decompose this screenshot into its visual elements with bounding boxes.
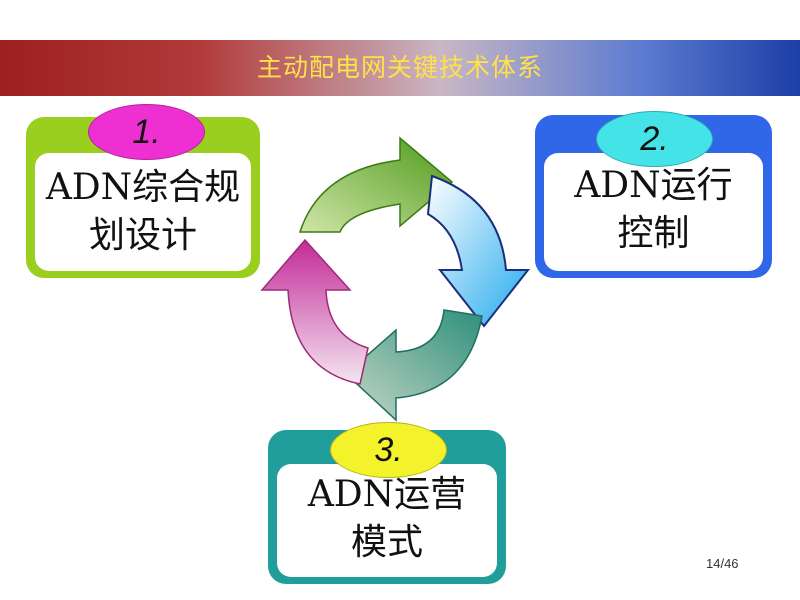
arrow-segment-pink xyxy=(260,238,369,385)
title-bar xyxy=(0,40,800,96)
card-adn-operation-control-line1: ADN运行 xyxy=(574,165,733,206)
arrow-segment-green xyxy=(298,136,454,233)
badge-1: 1. xyxy=(88,104,205,160)
page-number: 14/46 xyxy=(706,556,739,571)
page-title: 主动配电网关键技术体系 xyxy=(256,53,543,82)
card-adn-operation-control-body: ADN运行 控制 xyxy=(544,153,763,271)
card-adn-operation-control-line2: 控制 xyxy=(617,213,690,254)
card-adn-planning-line1: ADN综合规 xyxy=(45,167,241,208)
card-adn-business-model-line2: 模式 xyxy=(350,522,423,563)
arrow-segment-blue xyxy=(426,174,531,328)
card-adn-planning: ADN综合规 划设计 xyxy=(26,117,260,278)
arrow-segment-teal xyxy=(344,309,483,422)
card-adn-operation-control: ADN运行 控制 xyxy=(535,115,772,278)
card-adn-business-model-body: ADN运营 模式 xyxy=(277,464,497,577)
badge-2: 2. xyxy=(596,111,713,167)
card-adn-business-model-line1: ADN运营 xyxy=(307,474,467,515)
badge-3: 3. xyxy=(330,422,447,478)
card-adn-planning-body: ADN综合规 划设计 xyxy=(35,153,251,271)
card-adn-planning-line2: 划设计 xyxy=(88,215,197,256)
